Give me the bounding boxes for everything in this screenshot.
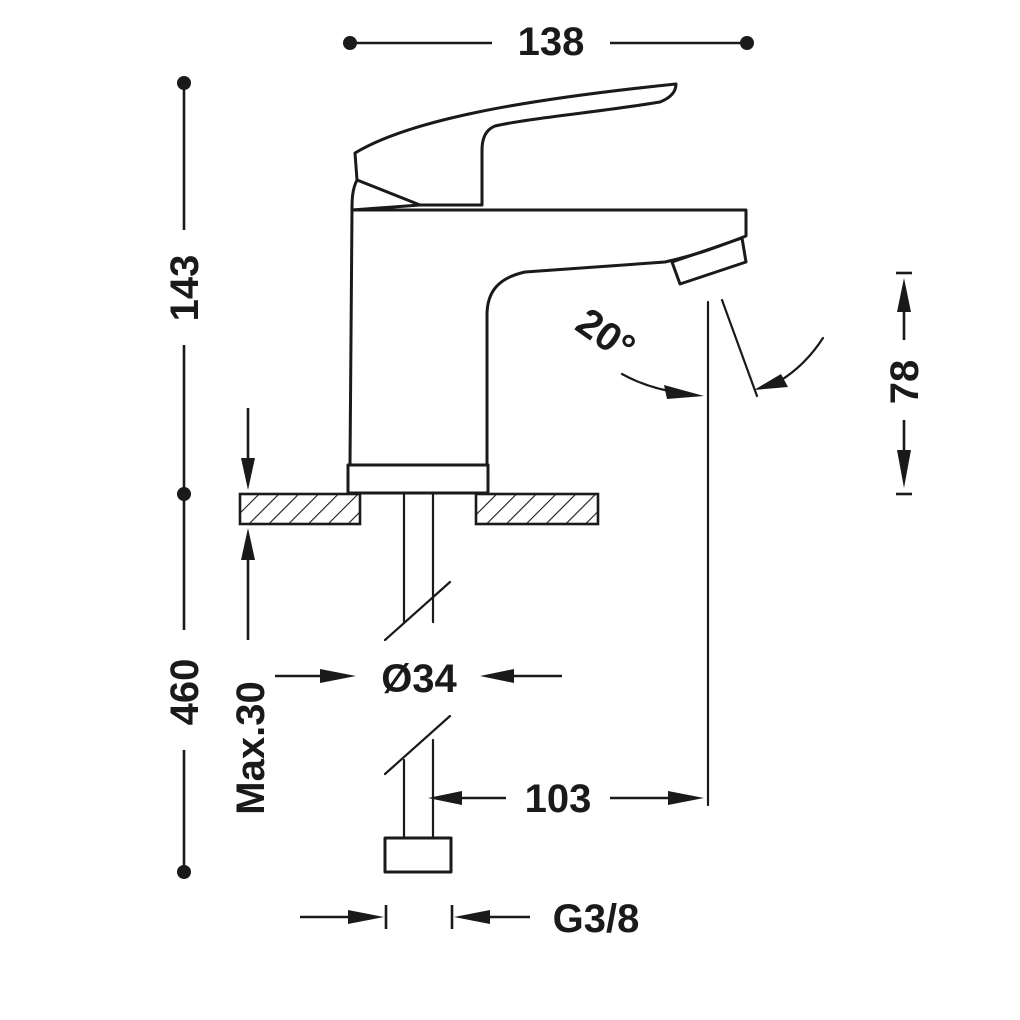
faucet	[346, 82, 748, 495]
dimension-width-top-label: 138	[518, 20, 585, 64]
countertop-left	[238, 492, 362, 526]
dimension-spout-angle: 20°	[568, 298, 825, 399]
dimension-spout-angle-label: 20°	[568, 300, 643, 371]
dimension-hole-diameter-label: Ø34	[381, 657, 457, 701]
dimension-height-tap-label: 143	[163, 255, 207, 322]
lever-handle	[353, 82, 678, 207]
countertop	[238, 492, 600, 526]
hose-connector	[383, 836, 453, 874]
dimension-max-thickness-label: Max.30	[229, 681, 273, 814]
dimension-hole-diameter: Ø34	[275, 657, 562, 701]
handle-neck	[350, 178, 422, 212]
dimension-spout-height-label: 78	[883, 360, 927, 405]
dimension-height-hose-label: 460	[163, 659, 207, 726]
supply-hose	[383, 492, 453, 874]
dimension-width-top: 138	[343, 20, 754, 64]
faucet-body	[348, 208, 748, 467]
dimension-spout-reach: 103	[428, 300, 710, 821]
aerator	[670, 236, 748, 286]
countertop-right	[474, 492, 600, 526]
dimension-left-vertical: 143 460	[163, 76, 207, 879]
base-ring	[346, 463, 490, 495]
dimension-connection-thread: G3/8	[300, 897, 639, 941]
dimension-spout-reach-label: 103	[525, 777, 592, 821]
dimension-connection-thread-label: G3/8	[553, 897, 640, 941]
dimension-max-thickness: Max.30	[229, 408, 273, 815]
dimension-spout-height: 78	[883, 271, 927, 496]
